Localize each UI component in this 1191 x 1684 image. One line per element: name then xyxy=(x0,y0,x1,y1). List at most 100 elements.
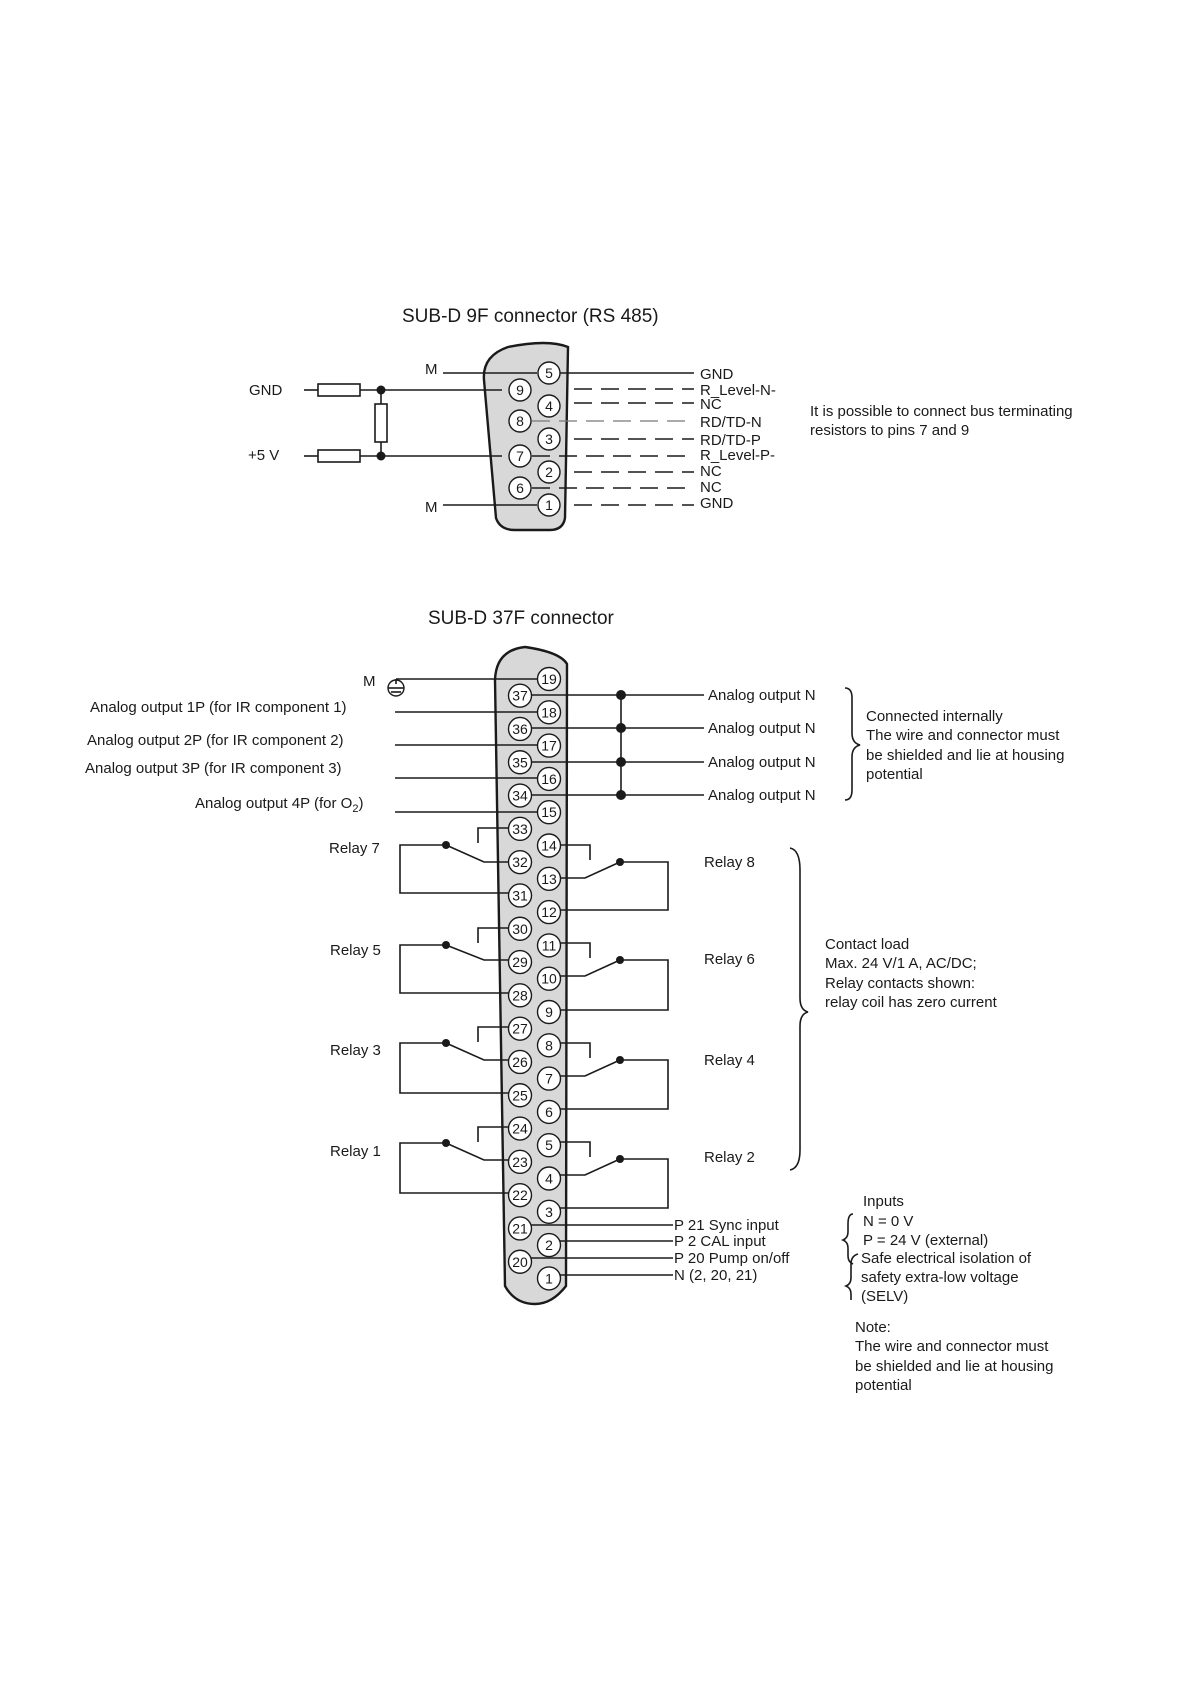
relay-5-circuit: Relay 5 xyxy=(330,927,520,994)
sub-d-37f-pin-6: 6 xyxy=(536,1099,562,1125)
svg-text:18: 18 xyxy=(541,704,557,720)
signal-label: NC xyxy=(700,463,722,480)
svg-text:15: 15 xyxy=(541,804,557,820)
signal-label: R_Level-N- xyxy=(700,382,776,399)
svg-text:10: 10 xyxy=(541,971,557,987)
svg-text:2: 2 xyxy=(545,1237,553,1253)
contact-note-line: Relay contacts shown: xyxy=(825,975,975,992)
svg-text:32: 32 xyxy=(512,854,528,870)
sub-d-37f-pin-2: 2 xyxy=(536,1232,562,1258)
sub-d-37f-pins: 1918171615141312111098765432137363534333… xyxy=(507,666,562,1291)
sub-d-9f-title: SUB-D 9F connector (RS 485) xyxy=(402,306,659,327)
sub-d-9f-pin-2: 2 xyxy=(537,460,561,484)
relay-1-circuit: Relay 1 xyxy=(330,1126,520,1194)
sub-d-37f-pin-14: 14 xyxy=(536,833,562,858)
internal-note-line: potential xyxy=(866,766,923,783)
label-m-ground: M xyxy=(363,673,376,690)
svg-text:17: 17 xyxy=(541,738,557,754)
svg-text:8: 8 xyxy=(545,1037,553,1053)
label-m-top: M xyxy=(425,361,438,378)
contact-load-brace xyxy=(789,847,809,1171)
svg-text:7: 7 xyxy=(545,1071,553,1087)
svg-text:5: 5 xyxy=(545,365,553,381)
svg-text:7: 7 xyxy=(516,448,524,464)
sub-d-37f-pin-28: 28 xyxy=(507,983,533,1008)
sub-d-9f-pin-3: 3 xyxy=(537,427,561,451)
svg-text:2: 2 xyxy=(545,464,553,480)
svg-text:12: 12 xyxy=(541,904,557,920)
inputs-note-line: P = 24 V (external) xyxy=(863,1232,988,1249)
svg-text:35: 35 xyxy=(512,754,528,770)
sub-d-9f-pin-4: 4 xyxy=(537,394,561,418)
analog-output-n-label: Analog output N xyxy=(708,754,816,771)
svg-text:11: 11 xyxy=(542,937,557,953)
sub-d-9f-pin-7: 7 xyxy=(508,444,532,468)
analog-output-1p-label: Analog output 1P (for IR component 1) xyxy=(90,699,347,716)
sub-d-9f-pin-6: 6 xyxy=(508,476,532,500)
bottom-note-line: Note: xyxy=(855,1319,891,1336)
sub-d-9f-section: SUB-D 9F connector (RS 485) GND +5 V M M xyxy=(248,306,1073,532)
sub-d-37f-pin-17: 17 xyxy=(536,733,562,758)
contact-note-line: Max. 24 V/1 A, AC/DC; xyxy=(825,955,977,972)
relay-4-circuit: Relay 4 xyxy=(549,1042,755,1110)
sub-d-37f-pin-16: 16 xyxy=(536,766,562,792)
relay-6-label: Relay 6 xyxy=(704,951,755,968)
sub-d-37f-pin-34: 34 xyxy=(507,783,533,808)
svg-text:20: 20 xyxy=(512,1254,528,1270)
relay-1-label: Relay 1 xyxy=(330,1143,381,1160)
input-signal-label: P 20 Pump on/off xyxy=(674,1250,790,1267)
contact-note-line: relay coil has zero current xyxy=(825,994,998,1011)
svg-text:6: 6 xyxy=(516,480,524,496)
sub-d-37f-pin-4: 4 xyxy=(536,1166,562,1191)
sub-d-37f-pin-3: 3 xyxy=(536,1199,562,1225)
sub-d-9f-pin-5: 5 xyxy=(537,361,561,385)
sub-d-37f-pin-1: 1 xyxy=(536,1266,562,1291)
svg-text:5: 5 xyxy=(545,1137,553,1153)
svg-text:30: 30 xyxy=(512,921,528,937)
sub-d-37f-pin-5: 5 xyxy=(536,1132,562,1158)
svg-text:3: 3 xyxy=(545,431,553,447)
signal-label: R_Level-P- xyxy=(700,447,775,464)
svg-text:9: 9 xyxy=(516,382,524,398)
svg-text:23: 23 xyxy=(512,1154,528,1170)
svg-text:6: 6 xyxy=(545,1104,553,1120)
relay-5-label: Relay 5 xyxy=(330,942,381,959)
sub-d-37f-pin-22: 22 xyxy=(507,1182,533,1208)
relay-7-label: Relay 7 xyxy=(329,840,380,857)
analog-output-n-label: Analog output N xyxy=(708,720,816,737)
relay-7-circuit: Relay 7 xyxy=(329,827,520,894)
sub-d-37f-pin-27: 27 xyxy=(507,1016,533,1041)
relay-2-label: Relay 2 xyxy=(704,1149,755,1166)
sub-d-37f-pin-8: 8 xyxy=(536,1033,562,1058)
svg-text:36: 36 xyxy=(512,721,528,737)
selv-brace xyxy=(843,1253,859,1300)
sub-d-37f-section: SUB-D 37F connector M Analog output 1P (… xyxy=(85,608,1065,1394)
sub-d-37f-pin-10: 10 xyxy=(536,966,562,991)
svg-text:21: 21 xyxy=(512,1220,528,1236)
signal-label: RD/TD-P xyxy=(700,432,761,449)
relay-6-circuit: Relay 6 xyxy=(549,942,755,1011)
svg-text:8: 8 xyxy=(516,413,524,429)
signal-label: NC xyxy=(700,479,722,496)
svg-text:25: 25 xyxy=(512,1087,528,1103)
sub-d-9f-pin-8: 8 xyxy=(508,409,532,433)
internal-note-line: Connected internally xyxy=(866,708,1003,725)
sub-d-37f-pin-32: 32 xyxy=(507,849,533,875)
sub-d-37f-pin-35: 35 xyxy=(507,750,533,775)
analog-output-4p-label: Analog output 4P (for O2) xyxy=(195,795,363,815)
svg-text:4: 4 xyxy=(545,1171,553,1187)
svg-text:24: 24 xyxy=(512,1121,528,1137)
signal-label: NC xyxy=(700,396,722,413)
inputs-note-line: Safe electrical isolation of xyxy=(861,1250,1032,1267)
svg-text:37: 37 xyxy=(512,688,528,704)
analog-output-2p-label: Analog output 2P (for IR component 2) xyxy=(87,732,344,749)
contact-note-line: Contact load xyxy=(825,936,909,953)
relay-3-label: Relay 3 xyxy=(330,1042,381,1059)
relay-8-circuit: Relay 8 xyxy=(549,844,755,911)
inputs-brace xyxy=(840,1213,854,1265)
label-5v-left: +5 V xyxy=(248,447,279,464)
sub-d-37f-pin-23: 23 xyxy=(507,1149,533,1175)
sub-d-37f-pin-12: 12 xyxy=(536,899,562,925)
relay-8-label: Relay 8 xyxy=(704,854,755,871)
signal-label: GND xyxy=(700,366,734,383)
